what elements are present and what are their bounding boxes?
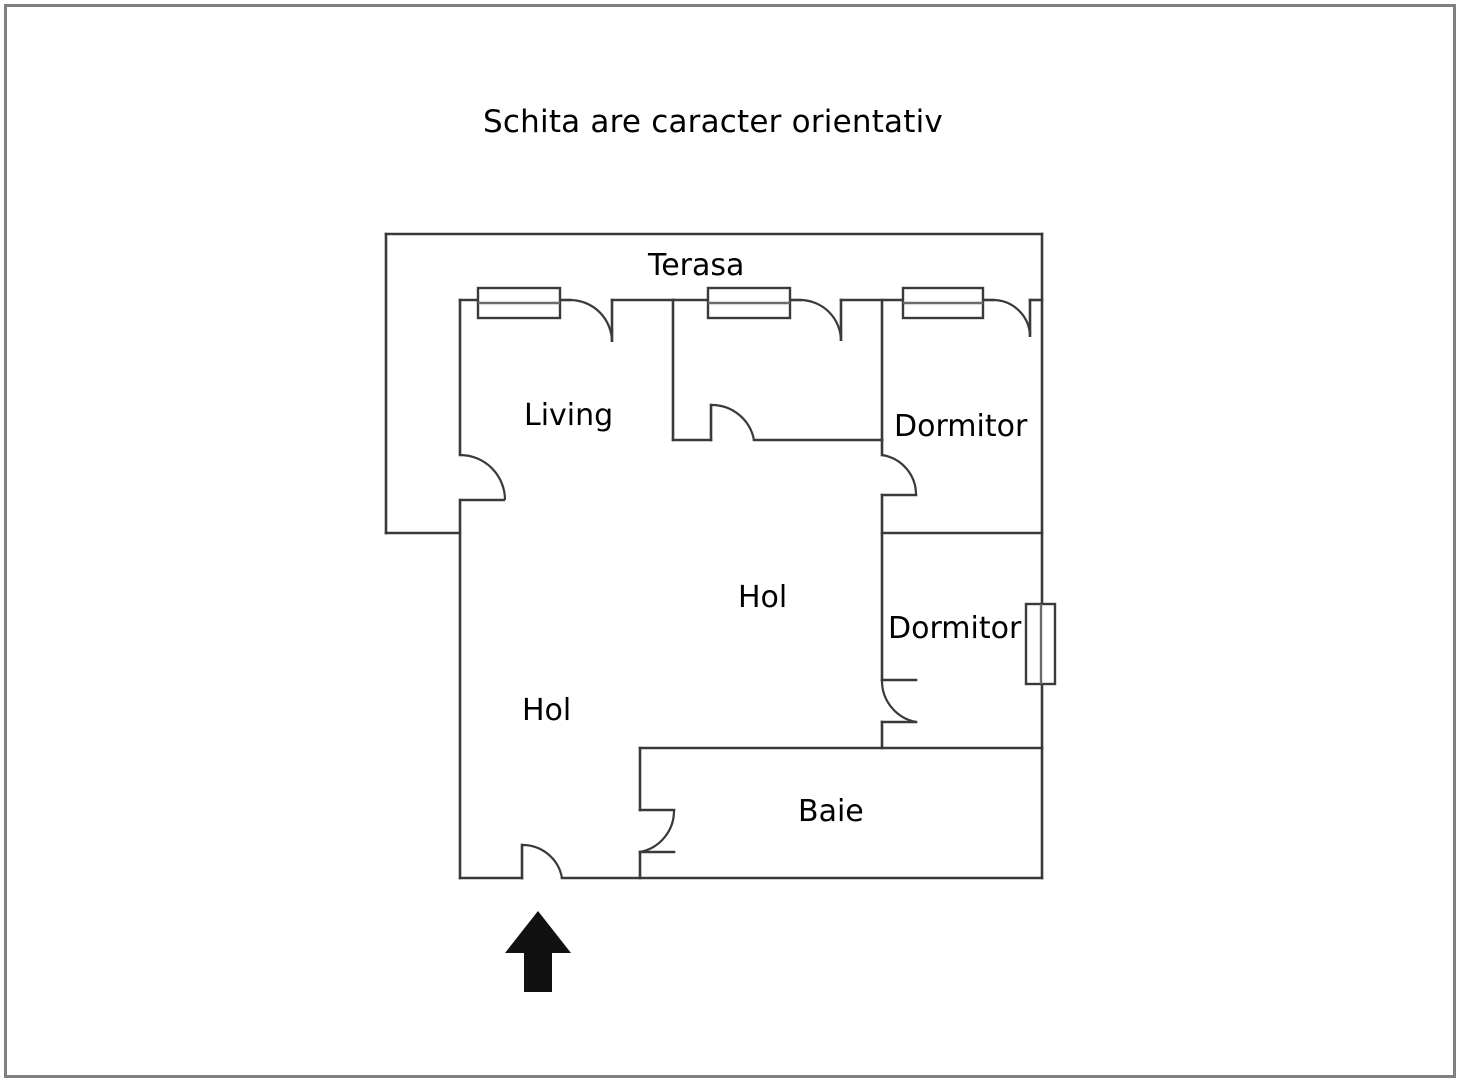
door-arc-living-terrace	[569, 298, 614, 343]
room-label-hol-2: Hol	[522, 693, 572, 728]
room-label-dormitor-2: Dormitor	[888, 611, 1022, 646]
room-label-dormitor-1: Dormitor	[894, 409, 1028, 444]
room-label-terasa: Terasa	[648, 248, 745, 283]
door-arc-dormitor1-terrace	[992, 298, 1032, 338]
door-arc-hol-terrace	[799, 298, 843, 342]
door-arc-living-hol	[710, 403, 756, 441]
entrance-arrow	[505, 911, 571, 992]
room-label-baie: Baie	[798, 794, 864, 829]
room-label-living: Living	[524, 398, 614, 433]
room-label-hol-1: Hol	[738, 580, 788, 615]
door-arc-dormitor2-hol	[880, 679, 917, 724]
door-arc-baie-hol	[639, 809, 676, 854]
door-arc-living-entry	[459, 453, 507, 501]
page-title: Schita are caracter orientativ	[0, 104, 1460, 140]
door-arc-dormitor1-hol	[881, 453, 918, 496]
door-arc-main-entrance	[521, 843, 564, 879]
page-title-text: Schita are caracter orientativ	[483, 104, 943, 140]
